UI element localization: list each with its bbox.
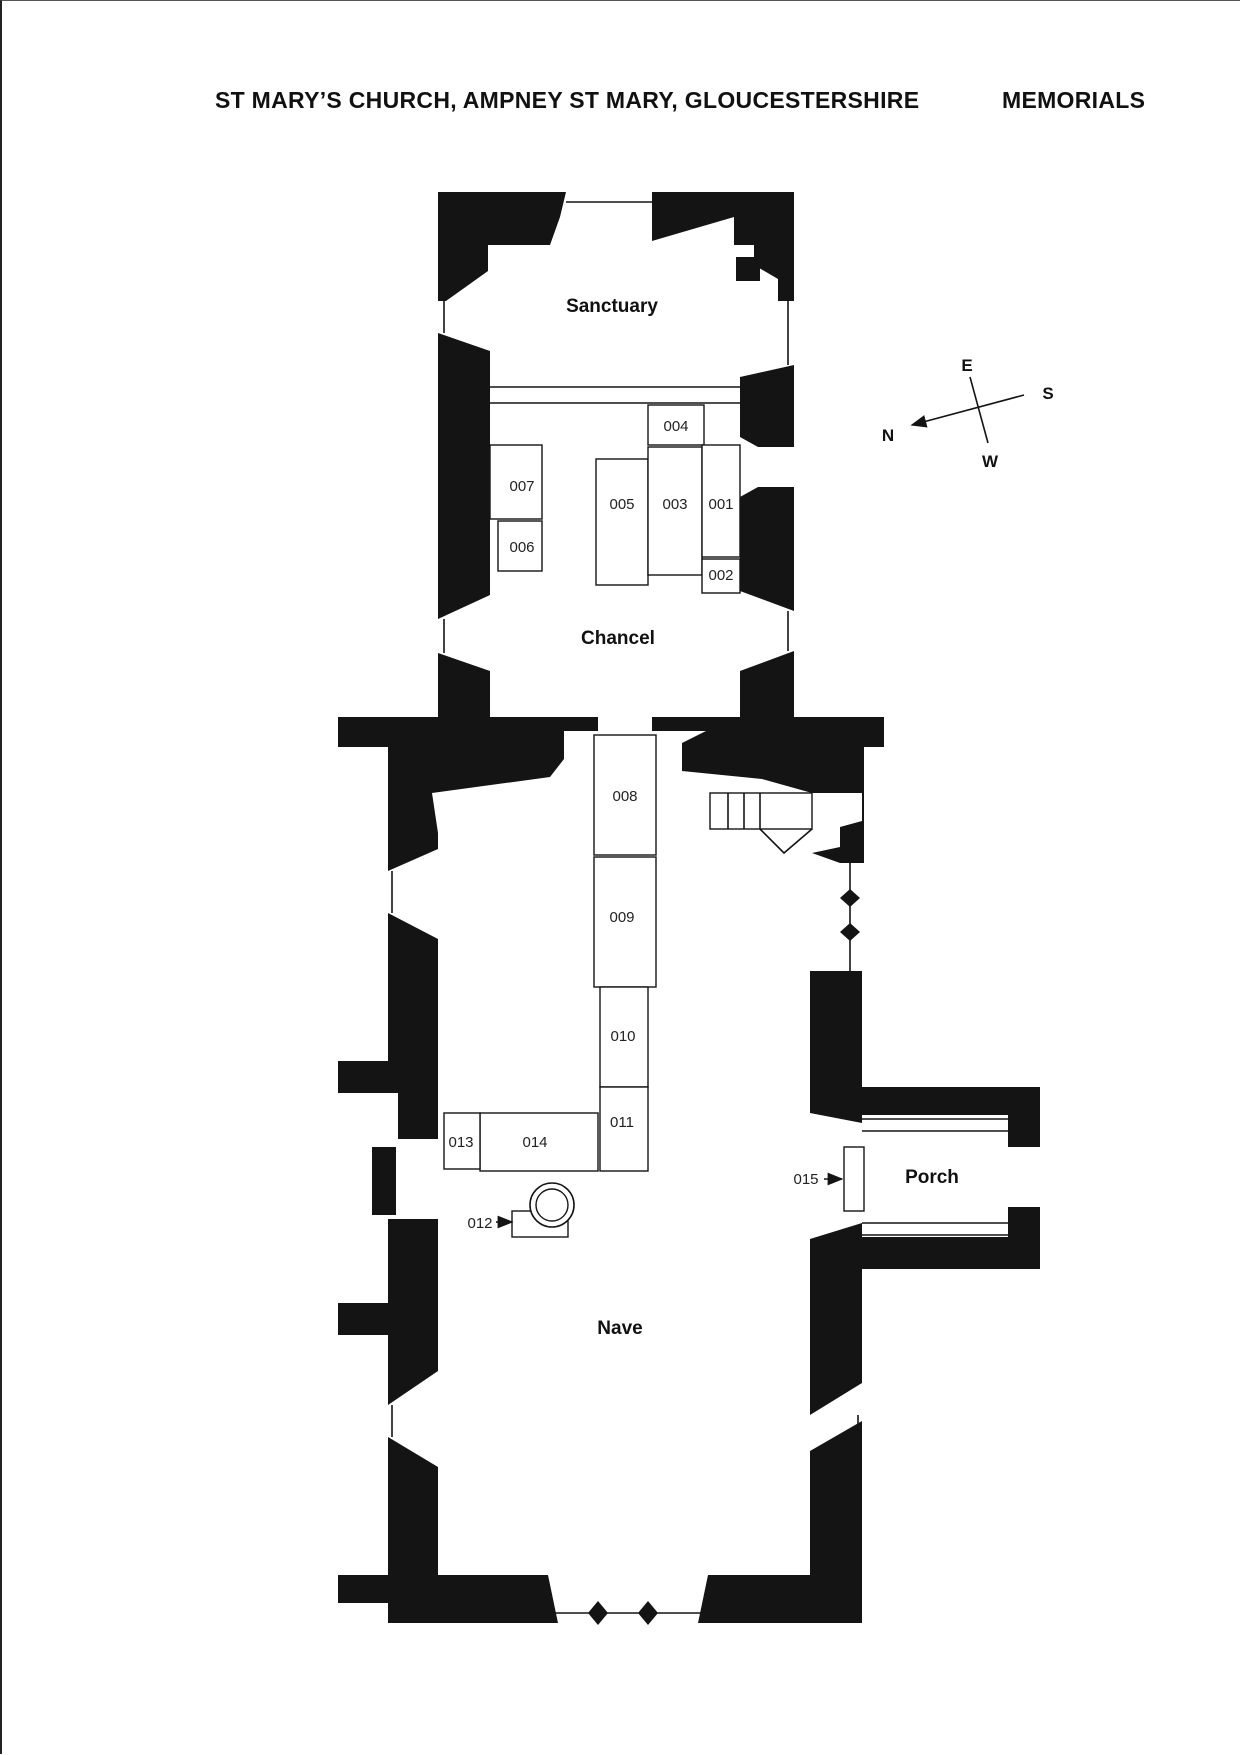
compass-rose: E S N W xyxy=(882,356,1054,471)
memorial-007: 007 xyxy=(489,444,543,520)
svg-text:006: 006 xyxy=(509,539,534,556)
memorial-015: 015 xyxy=(793,1146,865,1212)
chancel-walls xyxy=(438,192,794,717)
memorial-005: 005 xyxy=(595,458,649,586)
room-label-sanctuary: Sanctuary xyxy=(566,296,658,317)
memorial-006: 006 xyxy=(497,520,543,572)
svg-text:008: 008 xyxy=(612,788,637,805)
memorial-008: 008 xyxy=(593,734,657,856)
memorial-011: 011 xyxy=(599,1086,649,1172)
memorial-014: 014 xyxy=(479,1112,599,1172)
memorial-012: 012 xyxy=(467,1182,575,1238)
svg-text:010: 010 xyxy=(610,1028,635,1045)
memorial-009: 009 xyxy=(593,856,657,988)
chancel-arch-walls xyxy=(338,717,884,871)
memorial-010: 010 xyxy=(599,986,649,1088)
svg-text:003: 003 xyxy=(662,496,687,513)
memorial-004: 004 xyxy=(647,404,705,446)
room-label-nave: Nave xyxy=(597,1318,642,1339)
west-door xyxy=(548,1601,708,1625)
svg-text:011: 011 xyxy=(610,1114,634,1131)
memorial-002: 002 xyxy=(701,558,741,594)
compass-south-label: S xyxy=(1042,384,1053,403)
svg-text:009: 009 xyxy=(609,909,634,926)
svg-text:013: 013 xyxy=(448,1134,473,1151)
section-title: MEMORIALS xyxy=(1002,87,1146,113)
svg-text:012: 012 xyxy=(467,1215,492,1232)
svg-text:014: 014 xyxy=(522,1134,547,1151)
room-label-porch: Porch xyxy=(905,1167,959,1188)
svg-text:004: 004 xyxy=(663,418,688,435)
compass-north-label: N xyxy=(882,426,894,445)
room-label-chancel: Chancel xyxy=(581,628,655,649)
memorial-003: 003 xyxy=(647,446,703,576)
svg-text:015: 015 xyxy=(793,1171,818,1188)
memorial-001: 001 xyxy=(701,444,741,558)
compass-east-label: E xyxy=(961,356,972,375)
svg-text:007: 007 xyxy=(509,478,534,495)
nave-south-wall xyxy=(698,863,1040,1623)
page-title: ST MARY’S CHURCH, AMPNEY ST MARY, GLOUCE… xyxy=(215,87,920,113)
nave-north-wall xyxy=(338,871,558,1623)
svg-text:001: 001 xyxy=(708,496,733,513)
memorial-013: 013 xyxy=(443,1112,481,1170)
svg-text:005: 005 xyxy=(609,496,634,513)
svg-text:002: 002 xyxy=(708,567,733,584)
compass-west-label: W xyxy=(982,452,999,471)
